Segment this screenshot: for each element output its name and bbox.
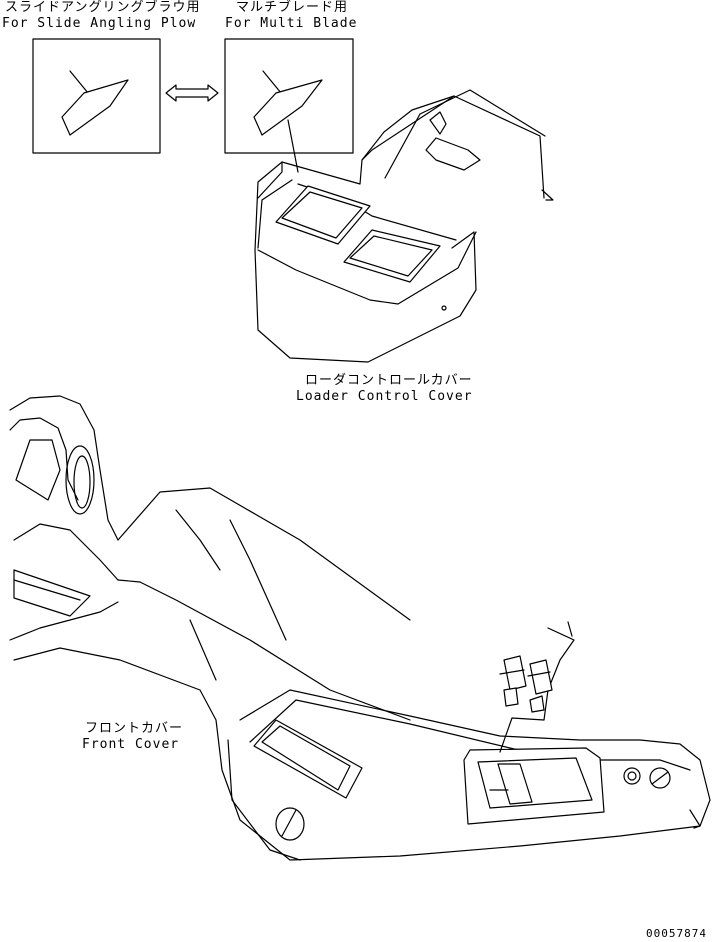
drawing-number: 00057874 (646, 927, 707, 940)
loader-control-cover (254, 89, 554, 363)
slide-plow-label-en: For Slide Angling Plow (2, 16, 197, 31)
front-cover (9, 395, 711, 861)
slide-plow-label-jp: スライドアングリングブラウ用 (5, 0, 201, 15)
slide-plow-decal-detail (32, 38, 161, 154)
multi-blade-label-en: For Multi Blade (225, 16, 358, 31)
front-cover-label-en: Front Cover (82, 737, 180, 752)
loader-cover-label-en: Loader Control Cover (296, 389, 473, 404)
front-cover-label-jp: フロントカバー (85, 721, 184, 736)
multi-blade-label-jp: マルチブレード用 (236, 0, 349, 15)
double-arrow-icon (165, 84, 219, 102)
multi-blade-decal-detail (224, 38, 354, 173)
loader-cover-label-jp: ローダコントロールカバー (305, 373, 473, 388)
